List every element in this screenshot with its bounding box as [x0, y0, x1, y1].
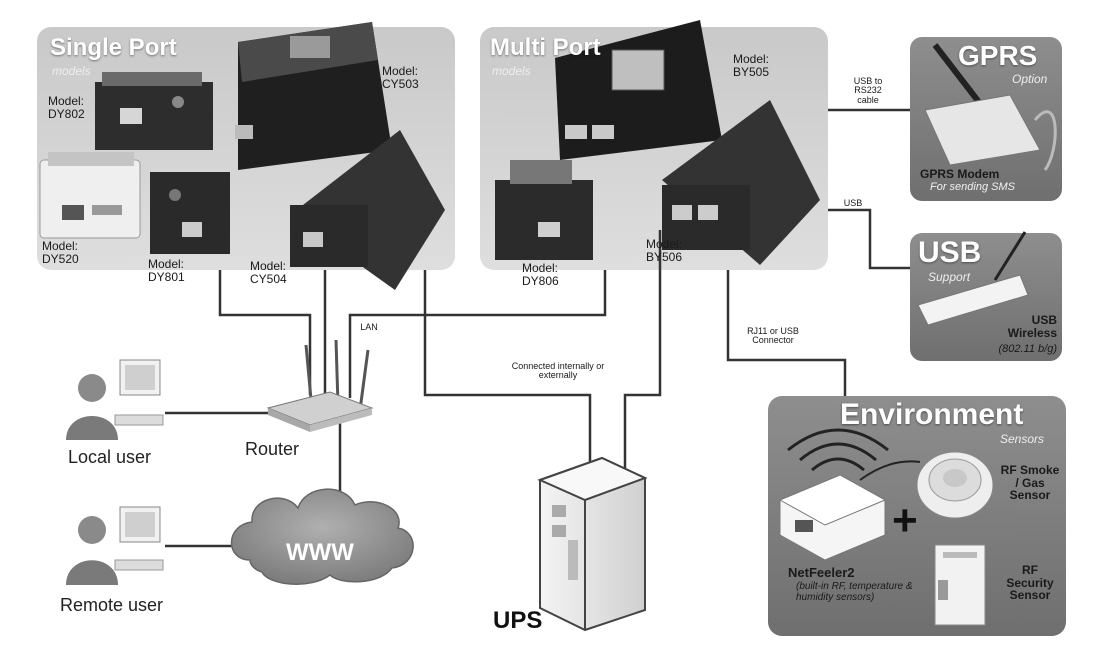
plus-sign: + [892, 496, 918, 545]
model-dy802-label: Model: DY802 [48, 94, 85, 121]
multi-port-title: Multi Port [490, 34, 601, 61]
device-dy520 [39, 152, 141, 239]
device-cy503 [235, 22, 392, 170]
gprs-title: GPRS [958, 40, 1038, 71]
usb-wireless-device [917, 231, 1029, 326]
router-device [266, 339, 374, 432]
single-port-title: Single Port [50, 34, 177, 61]
model-dy801-label: Model: DY801 [148, 257, 185, 284]
environment-panel [768, 396, 1066, 636]
wifi-signal-icon [787, 428, 889, 472]
usb-title: USB [918, 236, 982, 269]
gprs-modem-note: For sending SMS [930, 181, 1015, 193]
netfeeler-device [778, 460, 921, 561]
model-by506-label: Model: BY506 [646, 237, 683, 264]
usb-cable-label: USB [843, 198, 863, 208]
local-user-label: Local user [68, 447, 152, 467]
environment-title: Environment [840, 398, 1024, 431]
local-user-figure [66, 359, 164, 440]
model-cy503-label: Model: CY503 [382, 64, 419, 91]
usb-wireless-label: USB Wireless [1007, 313, 1057, 340]
device-dy801 [150, 172, 230, 254]
model-cy504-label: Model: CY504 [250, 259, 287, 286]
router-label: Router [245, 439, 300, 459]
ups-cabinet [537, 456, 648, 632]
smoke-sensor-device [916, 451, 994, 519]
usb-rs232-label: USB to RS232 cable [853, 76, 883, 105]
usb-subtitle: Support [928, 270, 971, 284]
model-dy520-label: Model: DY520 [42, 239, 79, 266]
device-dy806 [495, 160, 593, 260]
device-by506 [662, 100, 820, 265]
security-sensor-label: RF Security Sensor [1006, 563, 1054, 603]
www-label: WWW [286, 539, 354, 566]
model-by505-label: Model: BY505 [733, 52, 770, 79]
security-sensor-device [934, 544, 986, 626]
connected-internally-label: Connected internally or externally [511, 361, 605, 381]
device-by505 [555, 20, 722, 160]
device-cy504 [290, 130, 445, 290]
model-dy806-label: Model: DY806 [522, 261, 559, 288]
netfeeler-label: NetFeeler2 [788, 565, 855, 580]
remote-user-label: Remote user [60, 595, 164, 615]
single-port-subtitle: models [52, 64, 91, 78]
ups-label: UPS [493, 607, 543, 634]
usb-wireless-note: (802.11 b/g) [998, 343, 1057, 355]
rj11-usb-label: RJ11 or USB Connector [747, 326, 799, 346]
device-dy802 [95, 72, 213, 150]
environment-subtitle: Sensors [1000, 432, 1045, 446]
www-cloud [230, 488, 414, 585]
gprs-modem-device [924, 43, 1057, 171]
gprs-subtitle: Option [1012, 72, 1048, 86]
multi-port-subtitle: models [492, 64, 531, 78]
netfeeler-note: (built-in RF, temperature & humidity sen… [796, 581, 913, 603]
smoke-sensor-label: RF Smoke / Gas Sensor [1000, 463, 1060, 503]
lan-label: LAN [360, 322, 378, 332]
connection-lines [165, 108, 910, 548]
gprs-modem-label: GPRS Modem [920, 167, 1000, 181]
remote-user-figure [66, 506, 164, 585]
